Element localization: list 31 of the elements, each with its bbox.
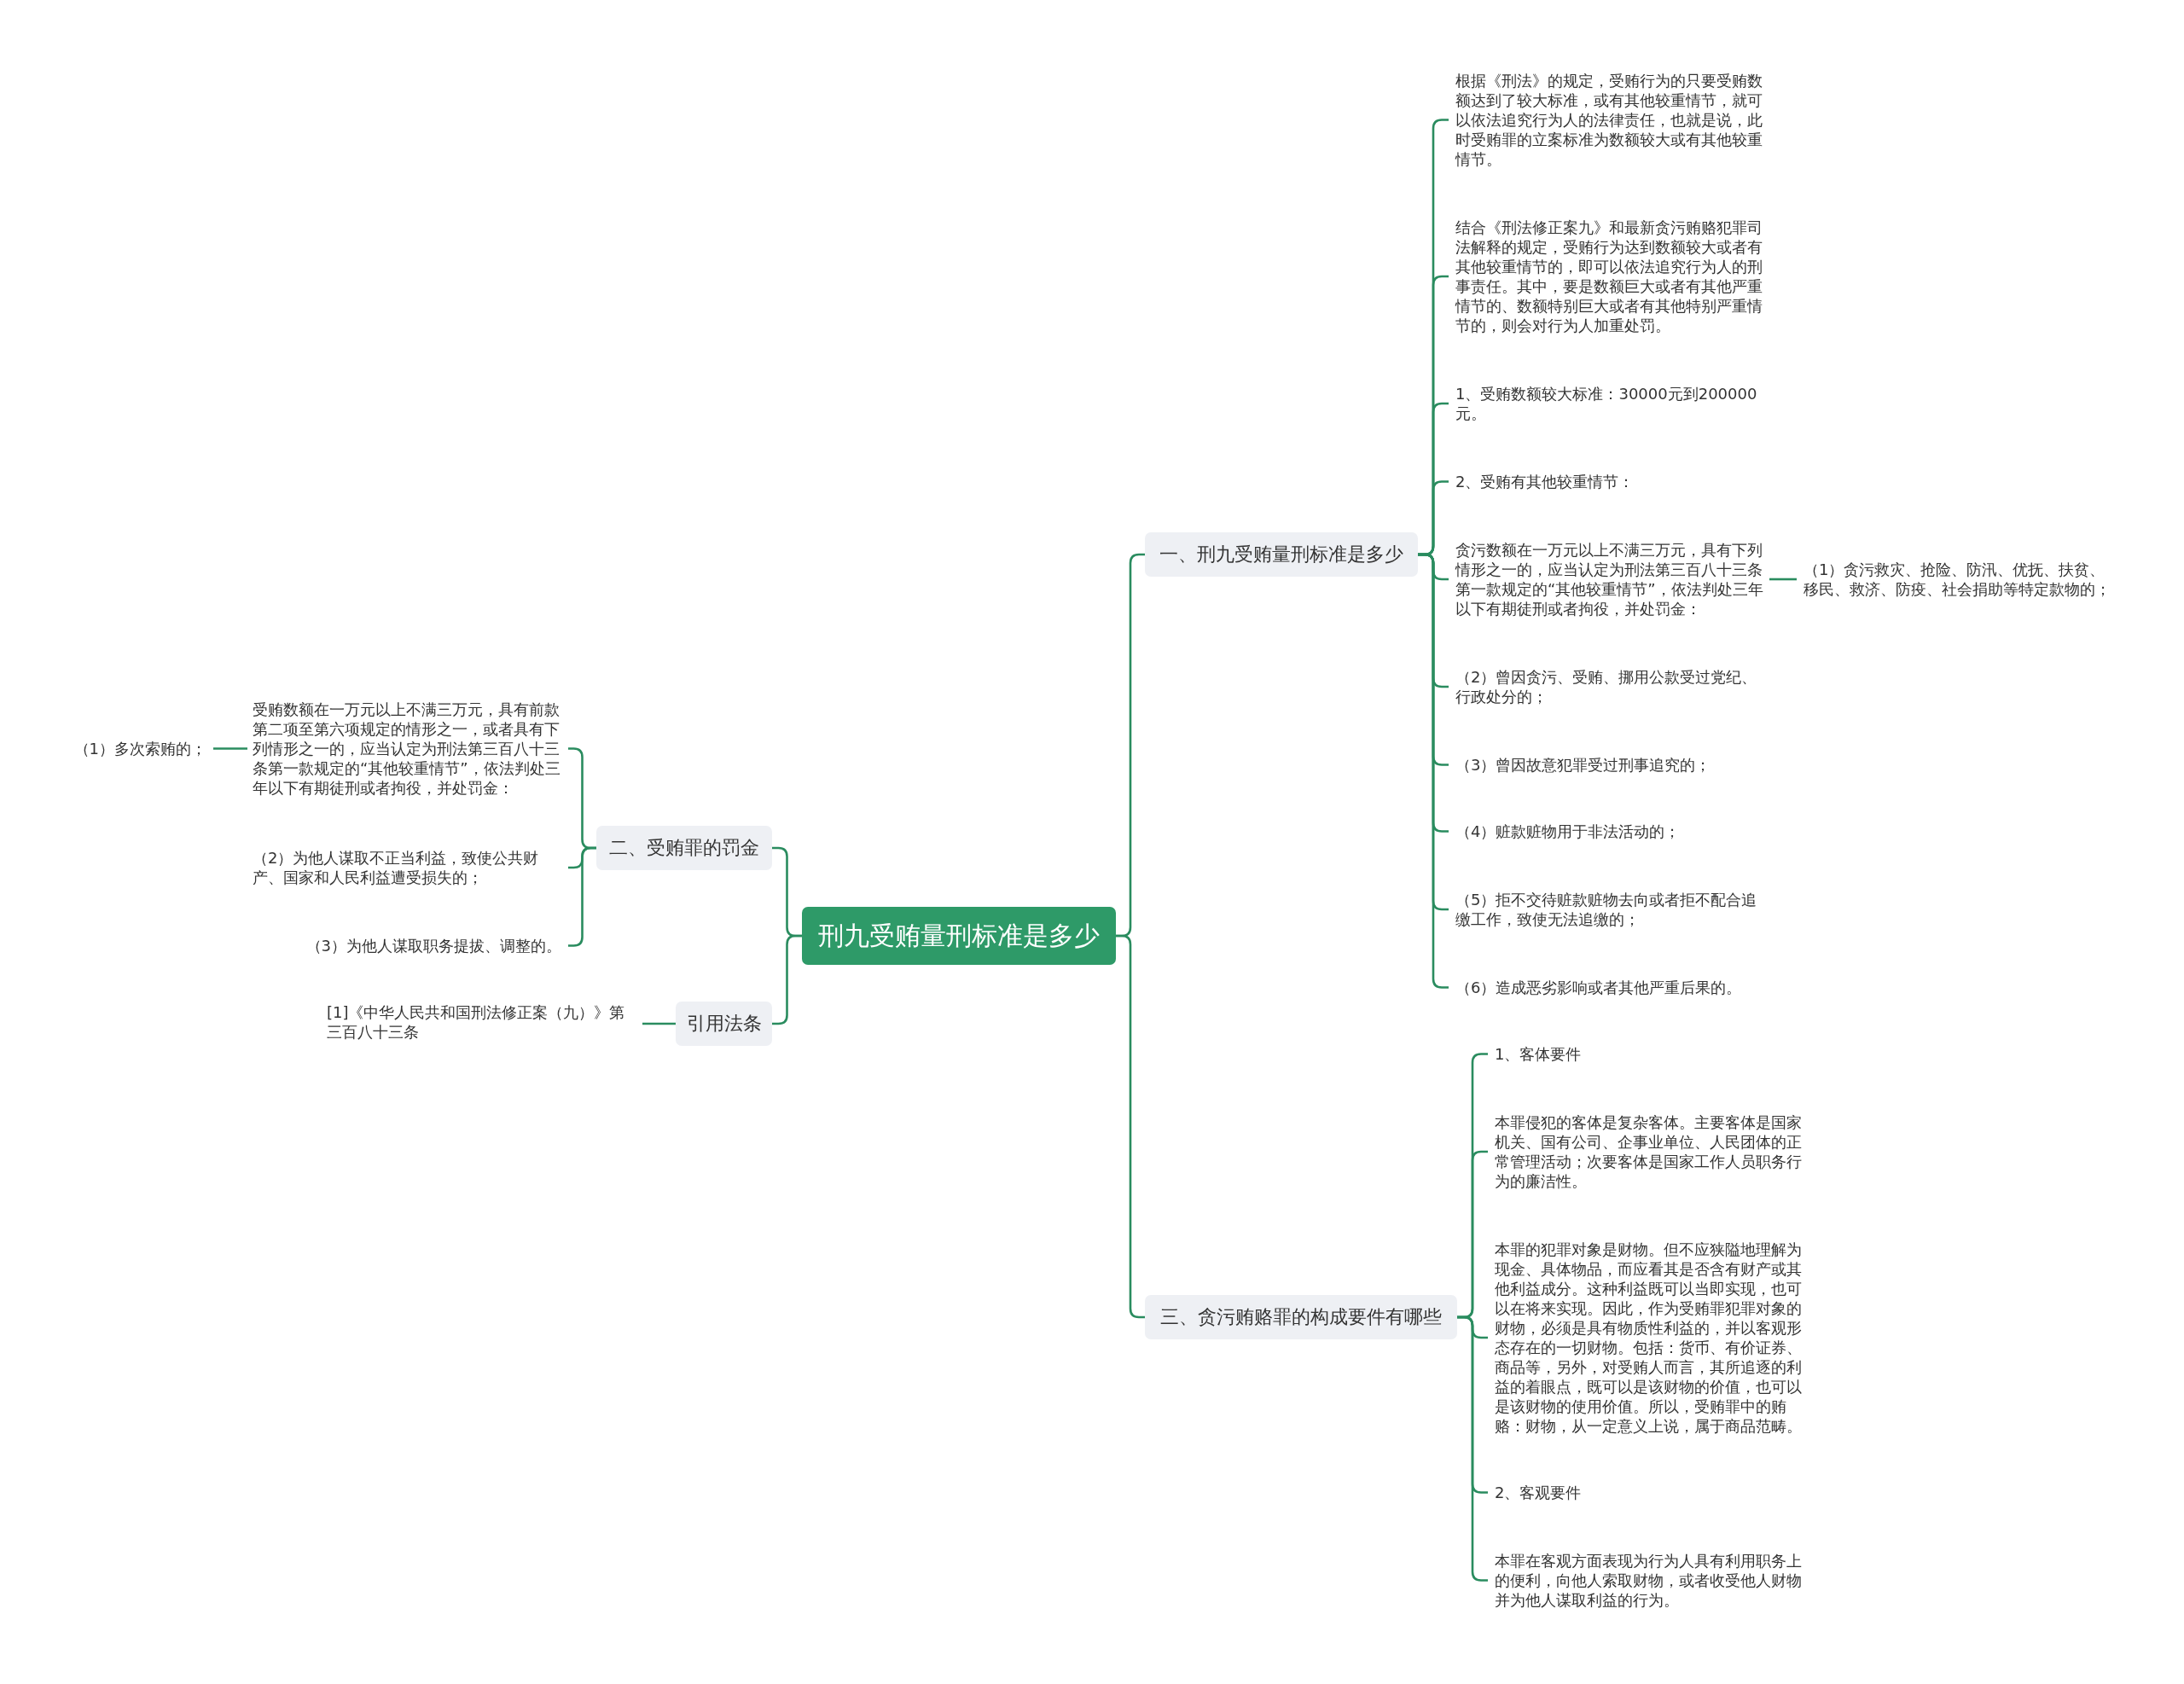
branch-text: 根据《刑法》的规定，受贿行为的只要受贿数额达到了较大标准，或有其他较重情节，就可以依法追究行为人的法律责任，也就是说，此时受贿罪的立案标准为数额较大或有其他较重情节。 [1449, 71, 1769, 169]
branch-text: 受贿数额在一万元以上不满三万元，具有前款第二项至第六项规定的情形之一，或者具有下列情形之一的，应当认定为刑法第三百八十三条第一款规定的“其他较重情节”，依法判处三年以下有期徒刑或者拘役，并处罚金： [247, 700, 568, 798]
branch-text: [1]《中华人民共和国刑法修正案（九）》第三百八十三条 [322, 1002, 642, 1042]
connector-line [772, 934, 802, 1025]
branch-text: （3）曾因故意犯罪受过刑事追究的； [1449, 755, 1769, 775]
topic-box: 二、受贿罪的罚金 [596, 826, 772, 870]
branch-text: 2、客观要件 [1488, 1483, 1809, 1502]
central-topic-box: 刑九受贿量刑标准是多少 [802, 907, 1116, 965]
branch-text: （1）多次索贿的； [60, 739, 213, 758]
branch-text: （1）贪污救灾、抢险、防汛、优抚、扶贫、移民、救济、防疫、社会捐助等特定款物的； [1797, 560, 2117, 599]
branch-text: 本罪侵犯的客体是复杂客体。主要客体是国家机关、国有公司、企事业单位、人民团体的正常管理活动；次要客体是国家工作人员职务行为的廉洁性。 [1488, 1112, 1809, 1191]
branch-text: 1、客体要件 [1488, 1044, 1809, 1064]
topic-box: 引用法条 [676, 1002, 772, 1046]
connector-line [1116, 934, 1145, 1319]
topic-box: 一、刑九受贿量刑标准是多少 [1145, 532, 1418, 577]
branch-text: 本罪的犯罪对象是财物。但不应狭隘地理解为现金、具体物品，而应看其是否含有财产或其他利益成分。这种利益既可以当即实现，也可以在将来实现。因此，作为受贿罪犯罪对象的财物，必须是具有物质性利益的，并以客观形态存在的一切财物。包括：货币、有价证券、商品等，另外，对受贿人而言，其所追逐的利益的着眼点，既可以是该财物的价值，也可以是该财物的使用价值。所以，受贿罪中的贿赂：财物，从一定意义上说，属于商品范畴。 [1488, 1240, 1809, 1436]
branch-text: （3）为他人谋取职务提拔、调整的。 [290, 936, 568, 955]
branch-text: （5）拒不交待赃款赃物去向或者拒不配合追缴工作，致使无法追缴的； [1449, 890, 1769, 929]
topic-box: 三、贪污贿赂罪的构成要件有哪些 [1145, 1295, 1457, 1339]
branch-text: （6）造成恶劣影响或者其他严重后果的。 [1449, 978, 1769, 997]
connector-line [642, 1022, 676, 1025]
branch-text: 结合《刑法修正案九》和最新贪污贿赂犯罪司法解释的规定，受贿行为达到数额较大或者有其他较重情节的，即可以依法追究行为人的刑事责任。其中，要是数额巨大或者有其他严重情节的、数额特别巨大或者有其他特别严重情节的，则会对行为人加重处罚。 [1449, 218, 1769, 335]
branch-text: 本罪在客观方面表现为行为人具有利用职务上的便利，向他人索取财物，或者收受他人财物并为他人谋取利益的行为。 [1488, 1551, 1809, 1610]
branch-text: 1、受贿数额较大标准：30000元到200000元。 [1449, 384, 1769, 423]
branch-text: （2）曾因贪污、受贿、挪用公款受过党纪、行政处分的； [1449, 667, 1769, 706]
branch-text: 贪污数额在一万元以上不满三万元，具有下列情形之一的，应当认定为刑法第三百八十三条第一款规定的“其他较重情节”，依法判处三年以下有期徒刑或者拘役，并处罚金： [1449, 540, 1769, 618]
branch-text: （2）为他人谋取不正当利益，致使公共财产、国家和人民利益遭受损失的； [247, 848, 568, 887]
branch-text: （4）赃款赃物用于非法活动的； [1449, 822, 1769, 841]
connector-line [213, 747, 247, 750]
connector-line [1769, 578, 1797, 581]
branch-text: 2、受贿有其他较重情节： [1449, 472, 1769, 491]
